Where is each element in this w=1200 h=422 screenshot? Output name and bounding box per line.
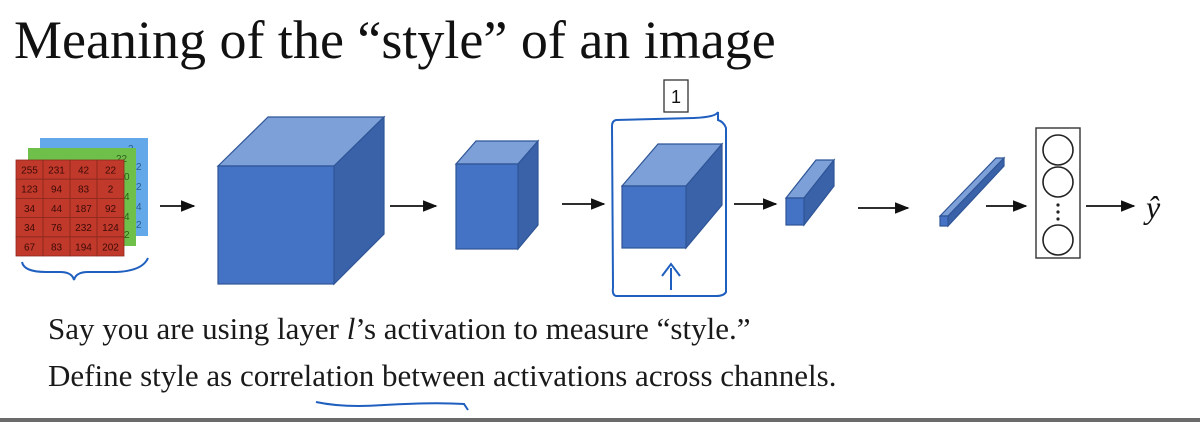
conv-volume-layer-l (620, 142, 724, 250)
up-arrow-annotation (661, 262, 681, 290)
red-grid-value: 44 (51, 204, 63, 215)
red-grid-value: 22 (105, 166, 117, 177)
red-grid-value: 94 (51, 185, 63, 196)
correlation-underline (315, 401, 469, 411)
slide-title: Meaning of the “style” of an image (14, 10, 776, 70)
red-grid-value: 2 (108, 185, 114, 196)
red-grid-value: 76 (51, 223, 63, 234)
red-grid-value: 42 (78, 166, 90, 177)
correlation-word: correlation (239, 358, 375, 393)
input-brace (21, 257, 149, 281)
red-grid-value: 123 (21, 185, 38, 196)
flattened-layer (938, 156, 1006, 228)
explanation-line-2: Define style as correlation between acti… (48, 357, 836, 394)
red-grid-value: 194 (75, 242, 92, 253)
red-grid-value: 83 (51, 242, 63, 253)
red-grid-value: 67 (24, 242, 36, 253)
red-grid-value: 232 (75, 223, 92, 234)
red-grid-value: 255 (21, 166, 38, 177)
blue-edge-value: 4 (136, 202, 142, 213)
convnet-diagram: 2 2 2 4 2 22 0 4 4 2 255 231 42 22 123 94 83 23… (15, 79, 1161, 297)
green-edge-value: 2 (124, 230, 130, 241)
red-channel: 255 231 42 22 123 94 83 2 34 44 187 92 34 76 232 124 67 8… (15, 159, 125, 257)
red-grid-value: 83 (78, 185, 90, 196)
conv-volume-1 (216, 115, 386, 286)
line1-post: ’s activation to measure “style.” (355, 311, 751, 346)
green-edge-value: 4 (124, 212, 130, 223)
slide-bottom-border (0, 418, 1200, 422)
layer-index-label: 1 (671, 87, 681, 107)
green-edge-value: 4 (124, 192, 130, 203)
line2-post: between activations across channels. (374, 358, 837, 393)
blue-edge-value: 2 (136, 182, 142, 193)
blue-edge-value: 2 (136, 220, 142, 231)
conv-volume-4 (784, 158, 836, 227)
conv-volume-2 (454, 139, 540, 251)
red-grid-value: 202 (102, 242, 119, 253)
layer-variable: l (346, 311, 356, 346)
layer-l-highlight: 1 (610, 79, 727, 297)
line2-pre: Define style as (48, 358, 240, 393)
input-image: 2 2 2 4 2 22 0 4 4 2 255 231 42 22 123 94 83 23… (15, 138, 149, 281)
red-grid-value: 34 (24, 204, 36, 215)
layer-index-box (663, 79, 689, 113)
explanation-line-1: Say you are using layer l’s activation t… (48, 310, 750, 347)
red-grid-value: 187 (75, 204, 92, 215)
green-edge-value: 22 (116, 154, 128, 165)
output-y-hat: ŷ (1143, 189, 1161, 225)
red-grid-value: 34 (24, 223, 36, 234)
green-edge-value: 0 (124, 172, 130, 183)
blue-edge-value: 2 (136, 162, 142, 173)
red-grid-value: 231 (48, 166, 65, 177)
output-units (1035, 127, 1081, 259)
red-grid-cell (96, 236, 125, 257)
red-grid-value: 92 (105, 204, 117, 215)
line1-pre: Say you are using layer (48, 311, 347, 346)
red-grid-value: 124 (102, 223, 119, 234)
